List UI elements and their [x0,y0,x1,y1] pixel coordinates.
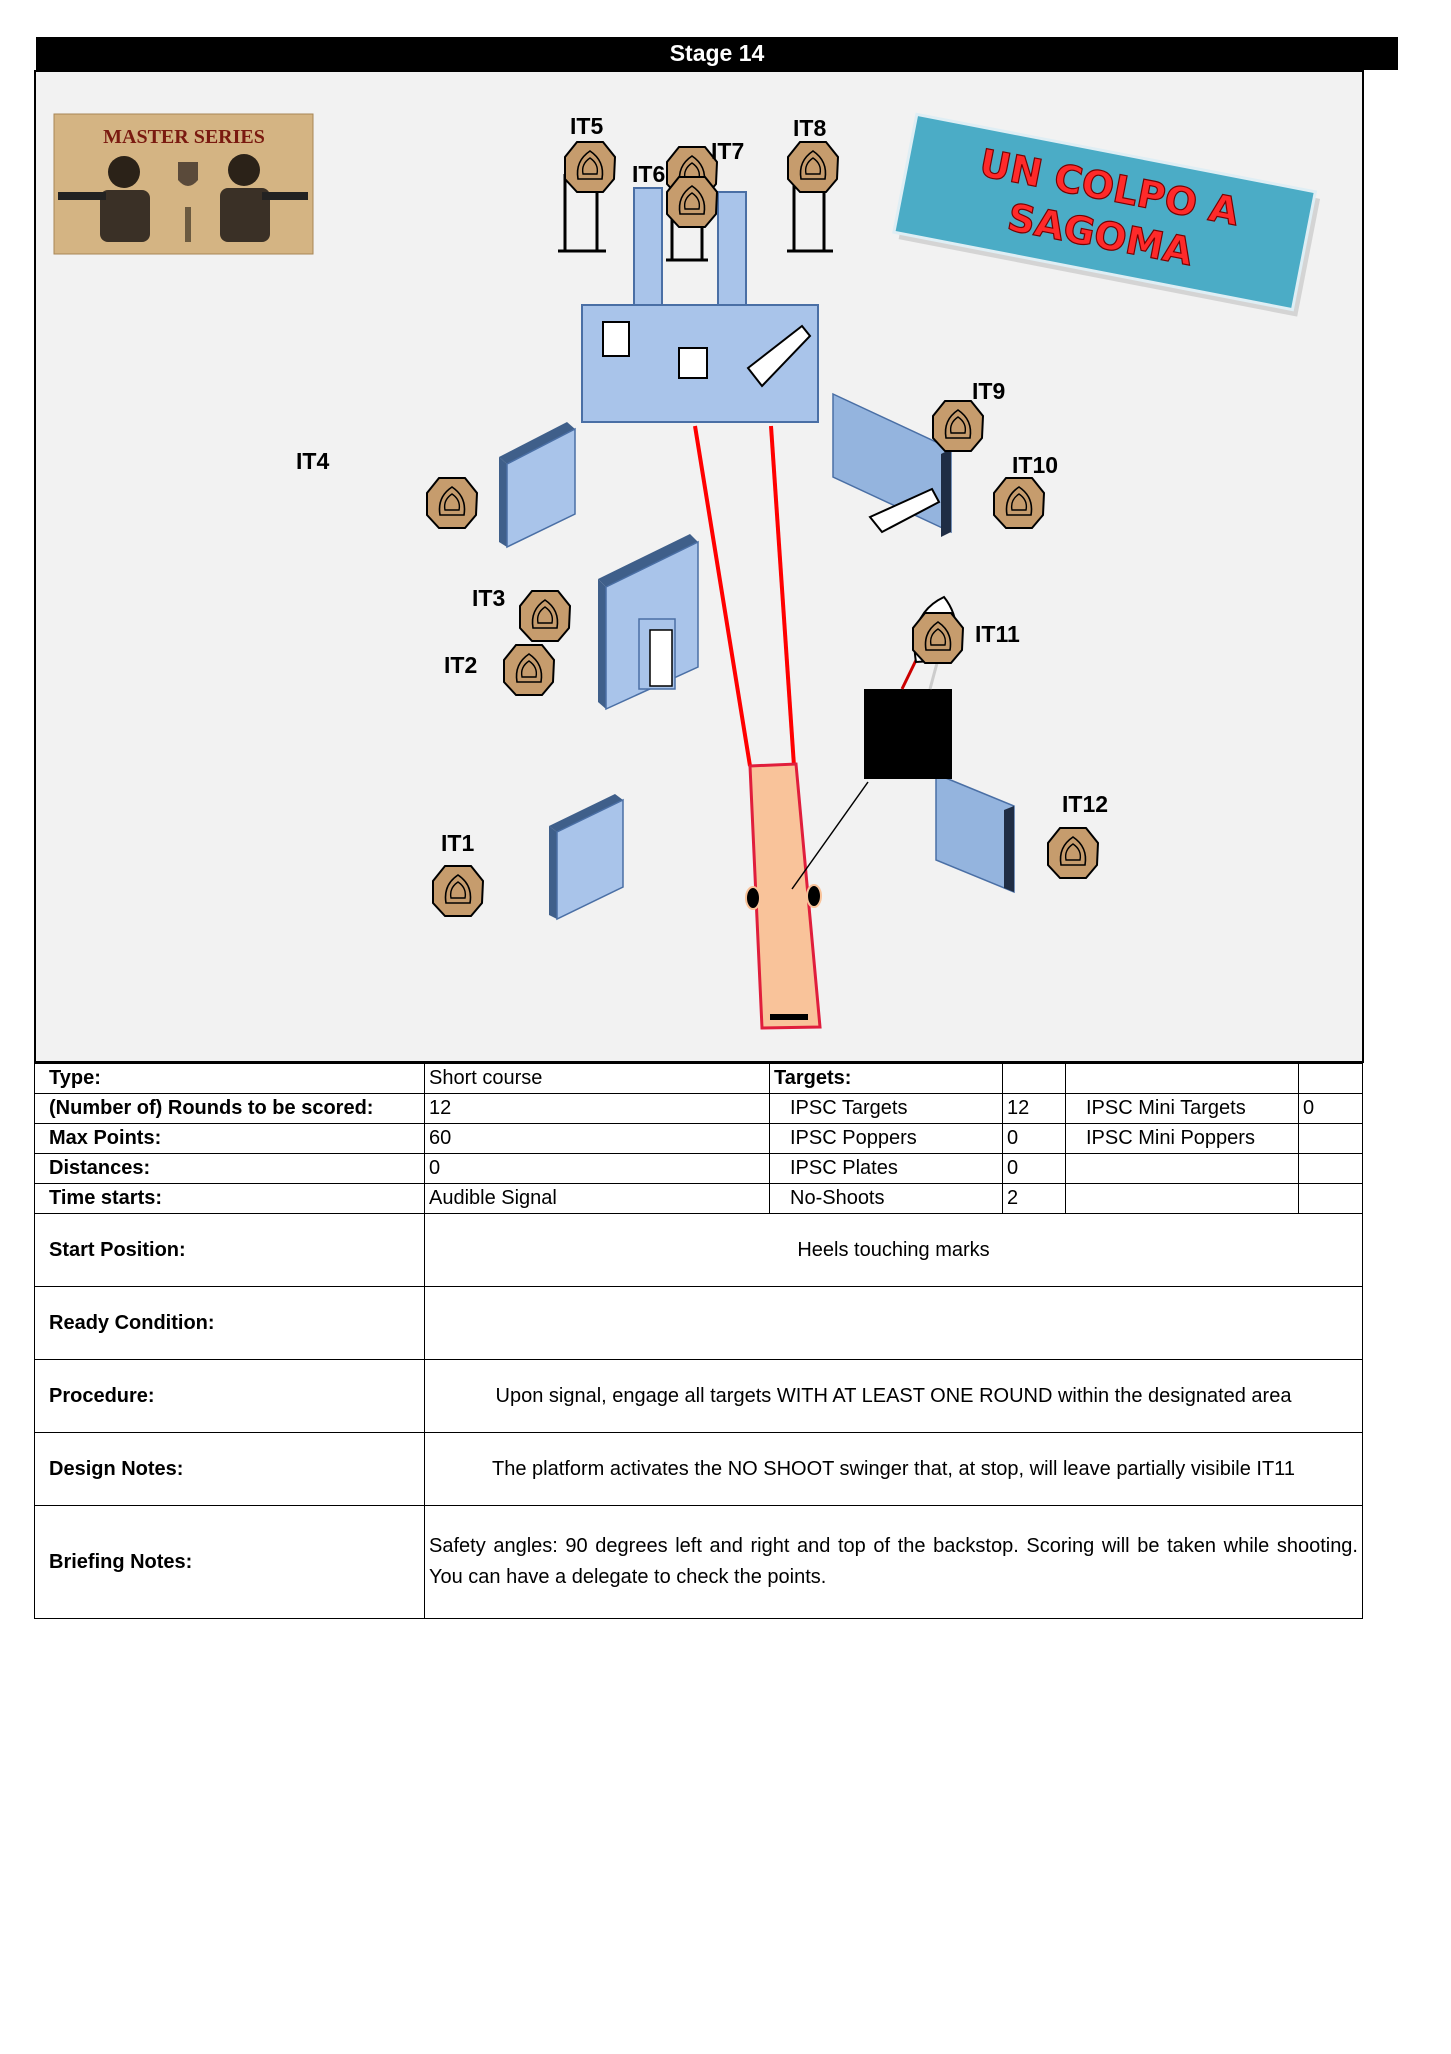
label-it3: IT3 [472,585,505,611]
stage-info-table: Type: Short course Targets: (Number of) … [34,1063,1363,1619]
max-points-value: 60 [424,1123,770,1154]
ipsc-plates-value: 0 [1002,1153,1066,1184]
ipsc-targets-label: IPSC Targets [769,1093,1003,1124]
label-it8: IT8 [793,115,826,141]
ipsc-mini-targets-value: 0 [1298,1093,1363,1124]
wall-it3 [598,534,699,711]
type-value: Short course [424,1063,770,1094]
label-it4: IT4 [296,448,329,474]
banner: UN COLPO A SAGOMA [892,112,1321,317]
label-it7: IT7 [711,138,744,164]
label-it10: IT10 [1012,452,1058,478]
label-it5: IT5 [570,113,603,139]
stage-title: Stage 14 [36,37,1398,70]
time-starts-label: Time starts: [34,1183,425,1214]
rounds-value: 12 [424,1093,770,1124]
wall-it9 [832,392,952,537]
distances-value: 0 [424,1153,770,1184]
distances-label: Distances: [34,1153,425,1184]
label-it12: IT12 [1062,791,1108,817]
procedure-label: Procedure: [34,1359,425,1433]
target-it10 [993,477,1045,529]
ipsc-mini-poppers-label: IPSC Mini Poppers [1065,1123,1299,1154]
target-it1 [432,865,484,917]
target-it8 [787,141,839,193]
target-it12 [1047,827,1099,879]
target-it3 [519,590,571,642]
ipsc-mini-targets-label: IPSC Mini Targets [1065,1093,1299,1124]
no-shoots-value: 2 [1002,1183,1066,1214]
stage-diagram: MASTER SERIES UN COLPO A SAGOMA [34,70,1364,1063]
start-platform[interactable] [745,762,869,1030]
target-it9 [932,400,984,452]
label-it11: IT11 [975,621,1020,647]
briefing-notes-label: Briefing Notes: [34,1505,425,1619]
ipsc-targets-value: 12 [1002,1093,1066,1124]
targets-label: Targets: [769,1063,1003,1094]
target-it11 [912,612,964,664]
barricade-house [581,187,819,423]
ipsc-plates-label: IPSC Plates [769,1153,1003,1184]
start-position-label: Start Position: [34,1213,425,1287]
ipsc-poppers-value: 0 [1002,1123,1066,1154]
briefing-notes-value: Safety angles: 90 degrees left and right… [424,1505,1363,1619]
design-notes-label: Design Notes: [34,1432,425,1506]
ready-condition-label: Ready Condition: [34,1286,425,1360]
type-label: Type: [34,1063,425,1094]
wall-it4 [499,422,576,549]
target-it5 [564,141,616,193]
ipsc-poppers-label: IPSC Poppers [769,1123,1003,1154]
rounds-label: (Number of) Rounds to be scored: [34,1093,425,1124]
label-it2: IT2 [444,652,477,678]
logo-text: MASTER SERIES [103,126,265,148]
target-it6-7 [666,146,718,228]
time-starts-value: Audible Signal [424,1183,770,1214]
label-it9: IT9 [972,378,1005,404]
ready-condition-value [424,1286,1363,1360]
wall-it1 [549,794,624,921]
max-points-label: Max Points: [34,1123,425,1154]
label-it6: IT6 [632,161,665,187]
start-position-value: Heels touching marks [424,1213,1363,1287]
wall-it12 [935,772,1015,894]
target-it2 [503,644,555,696]
target-it4 [426,477,478,529]
fault-lines [693,425,796,767]
master-series-logo: MASTER SERIES [53,113,314,255]
no-shoots-label: No-Shoots [769,1183,1003,1214]
label-it1: IT1 [441,830,474,856]
procedure-value: Upon signal, engage all targets WITH AT … [424,1359,1363,1433]
design-notes-value: The platform activates the NO SHOOT swin… [424,1432,1363,1506]
